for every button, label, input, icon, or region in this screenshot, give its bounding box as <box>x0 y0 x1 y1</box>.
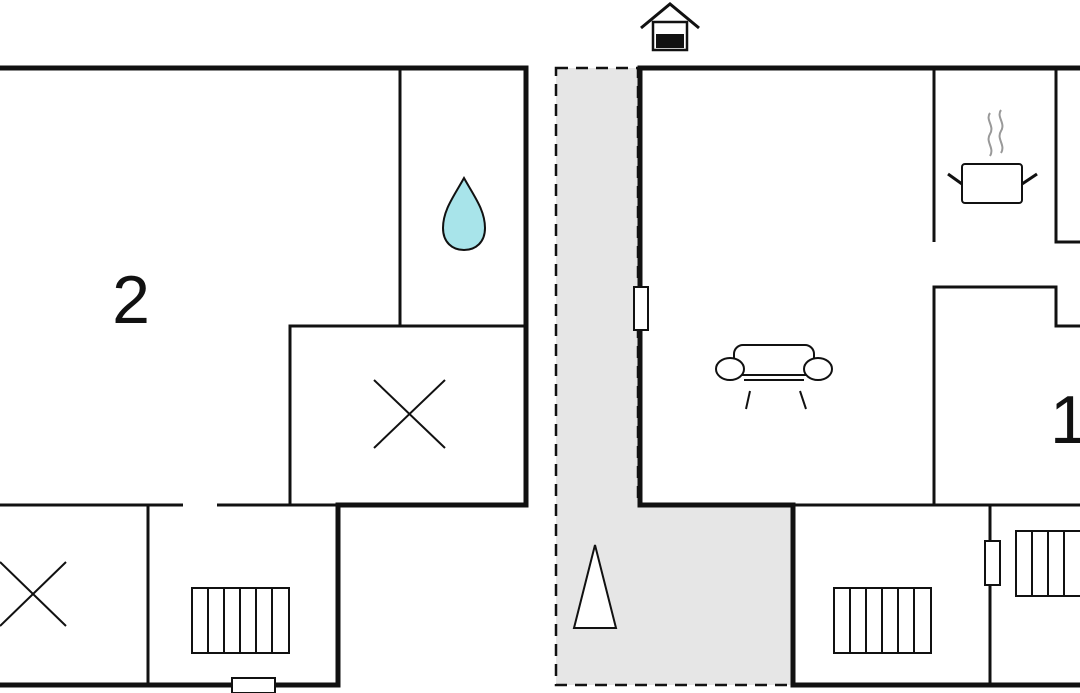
window-icon <box>633 286 649 331</box>
room-label-1: 1 <box>1050 382 1080 458</box>
cross-mark-icon <box>0 561 67 627</box>
room-label-2: 2 <box>112 262 150 338</box>
cooking-pot-icon <box>947 109 1038 204</box>
house-entrance-icon <box>640 2 700 52</box>
radiator-icon <box>1015 530 1080 597</box>
left-building <box>0 65 529 688</box>
radiator-icon <box>191 587 290 654</box>
sofa-icon <box>715 344 833 410</box>
window-icon <box>984 540 1001 586</box>
radiator-icon <box>833 587 932 654</box>
right-building <box>637 65 1080 688</box>
cross-mark-icon <box>373 379 446 449</box>
window-icon <box>231 677 276 693</box>
water-drop-icon <box>441 175 487 252</box>
tree-icon <box>572 544 618 629</box>
